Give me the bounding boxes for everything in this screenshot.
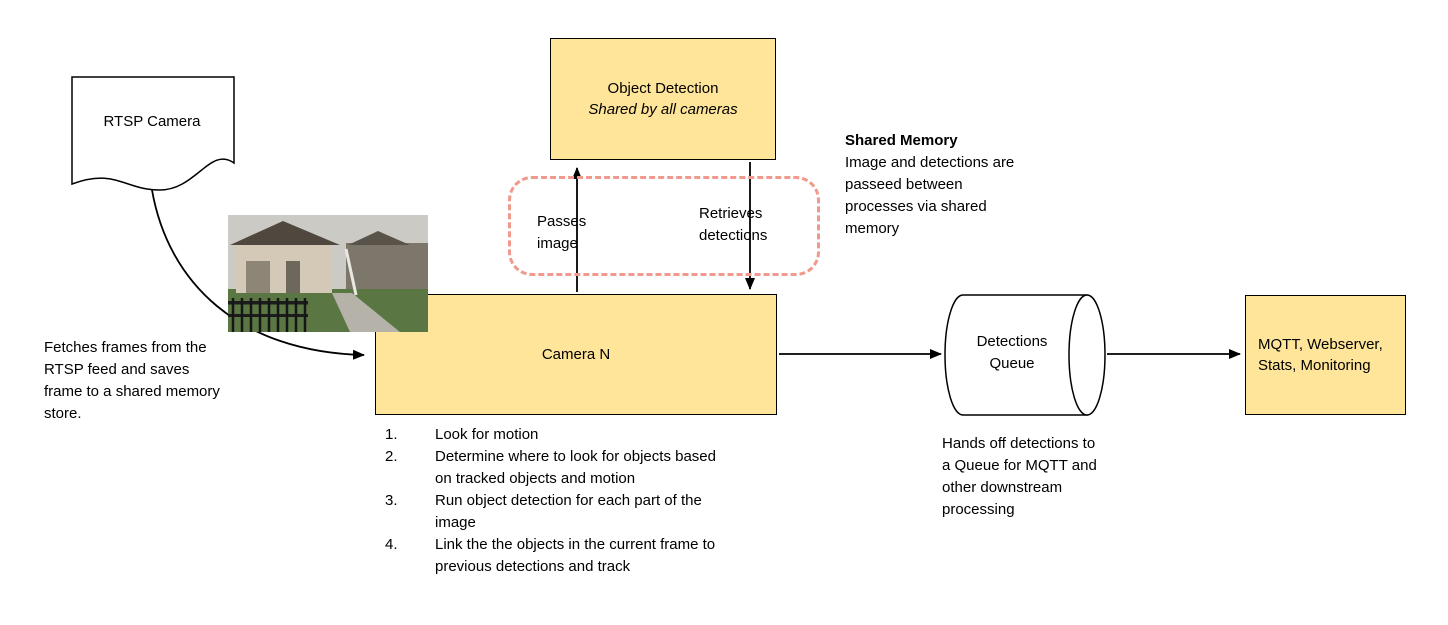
camera-step: Look for motion bbox=[385, 424, 785, 446]
object-detection-title: Object Detection bbox=[607, 80, 719, 97]
shared-memory-note-title: Shared Memory bbox=[845, 132, 958, 149]
fetch-frames-note: Fetches frames from the RTSP feed and sa… bbox=[44, 339, 220, 422]
shared-memory-note-body: Image and detections are passeed between… bbox=[845, 154, 1015, 237]
photo-sidewalk bbox=[332, 293, 400, 332]
object-detection-subtitle: Shared by all cameras bbox=[588, 101, 738, 118]
camera-step-text: Look for motion bbox=[435, 426, 539, 443]
rtsp-camera-label: RTSP Camera bbox=[103, 113, 201, 130]
arrow-rtsp-to-camera bbox=[151, 189, 365, 360]
camera-step: Link the the objects in the current fram… bbox=[385, 534, 785, 578]
camera-snapshot-image bbox=[228, 215, 428, 332]
detections-queue-cap bbox=[1068, 294, 1106, 416]
photo-background-houses bbox=[346, 243, 428, 293]
camera-n-box: Camera N bbox=[375, 294, 777, 415]
photo-side-door bbox=[286, 261, 300, 293]
rtsp-camera-shape bbox=[71, 76, 235, 191]
object-detection-box: Object Detection Shared by all cameras bbox=[550, 38, 776, 160]
photo-garage-roof bbox=[230, 221, 340, 245]
camera-n-label: Camera N bbox=[541, 346, 611, 363]
camera-step-text: Link the the objects in the current fram… bbox=[435, 536, 716, 575]
detections-queue-label: Detections Queue bbox=[976, 333, 1048, 372]
camera-steps-list: Look for motion Determine where to look … bbox=[385, 424, 785, 578]
passes-image-label: Passes image bbox=[537, 213, 587, 252]
retrieves-detections-label: Retrieves detections bbox=[699, 205, 768, 244]
photo-white-pole bbox=[344, 248, 358, 296]
detections-queue-note: Hands off detections to a Queue for MQTT… bbox=[942, 435, 1097, 518]
camera-step: Determine where to look for objects base… bbox=[385, 446, 785, 490]
shared-memory-note: Shared Memory Image and detections are p… bbox=[845, 130, 1045, 240]
detections-queue-shape bbox=[944, 294, 1088, 416]
photo-fence-pickets bbox=[231, 298, 307, 332]
photo-background-roof bbox=[348, 231, 410, 245]
camera-step-text: Run object detection for each part of th… bbox=[435, 492, 702, 531]
photo-grass bbox=[228, 289, 428, 332]
camera-step-text: Determine where to look for objects base… bbox=[435, 448, 716, 487]
camera-step: Run object detection for each part of th… bbox=[385, 490, 785, 534]
shared-memory-ipc-region bbox=[508, 176, 820, 276]
outputs-label: MQTT, Webserver, Stats, Monitoring bbox=[1258, 336, 1383, 374]
outputs-box: MQTT, Webserver, Stats, Monitoring bbox=[1245, 295, 1406, 415]
photo-garage-door bbox=[246, 261, 270, 293]
